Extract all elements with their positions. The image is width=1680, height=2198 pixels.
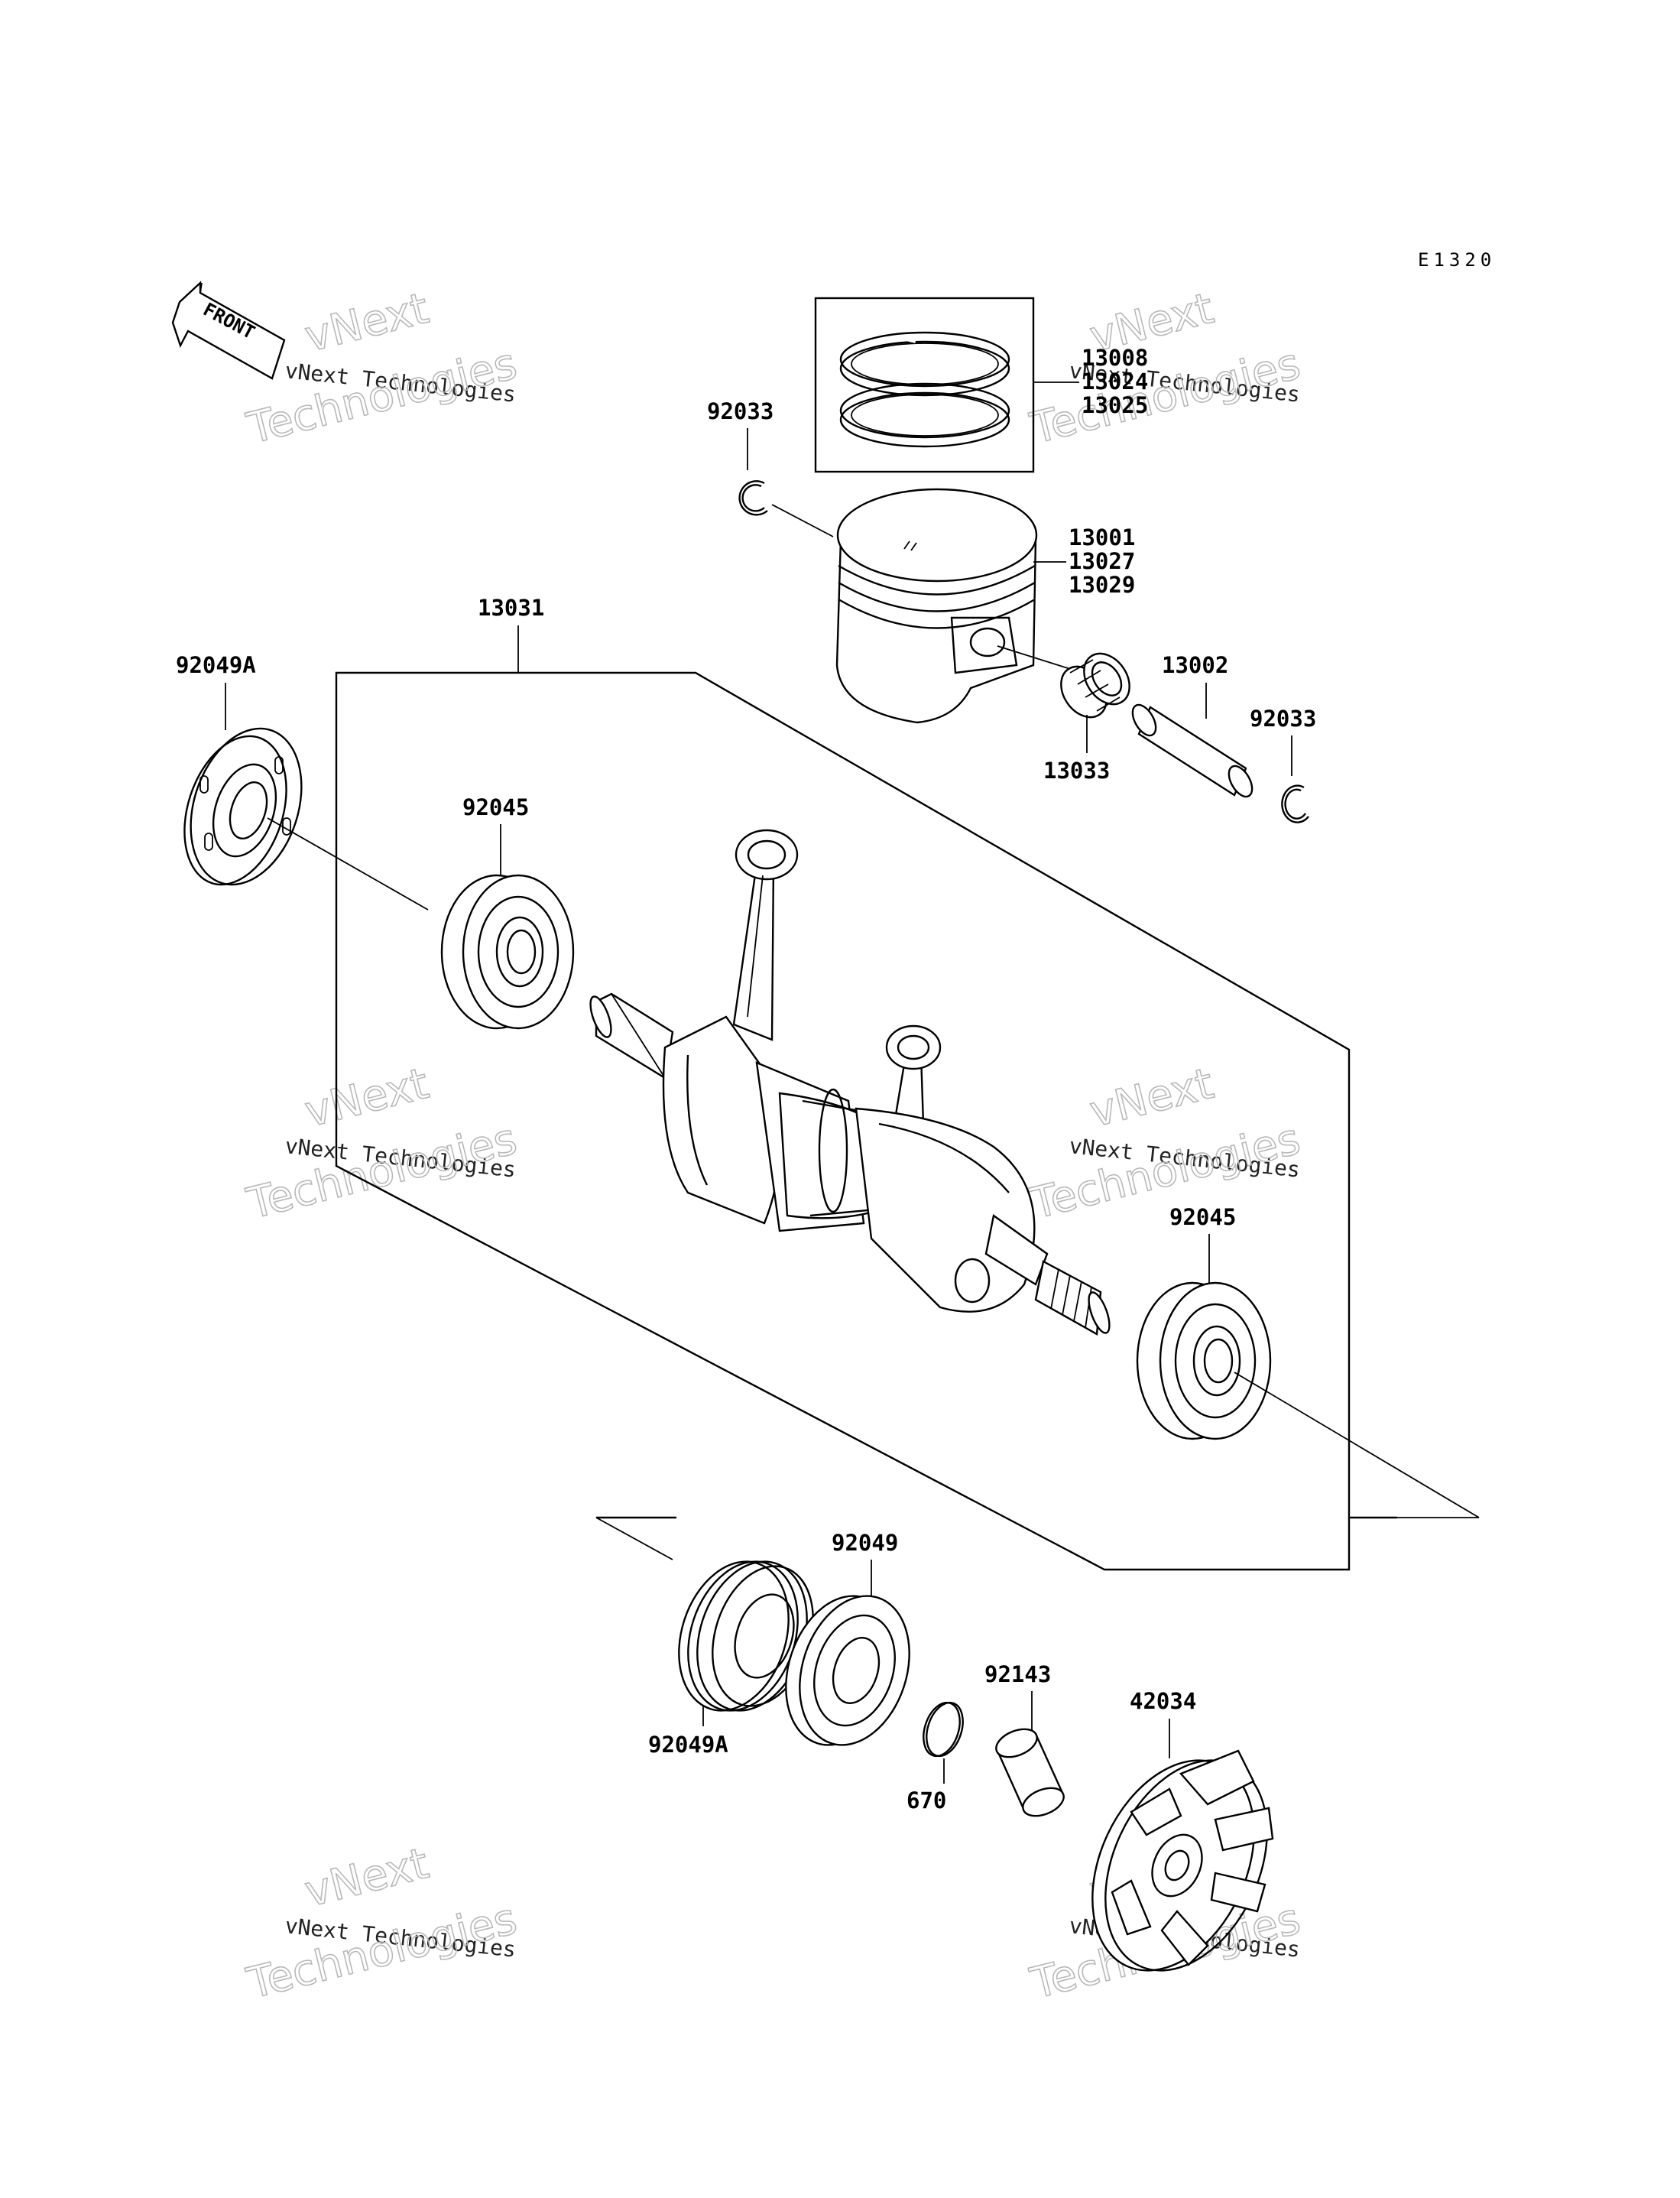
- svg-text:Technologies: Technologies: [242, 1114, 522, 1229]
- pin-bearing: 13033: [997, 645, 1130, 784]
- collar: 92143: [984, 1661, 1065, 1817]
- oil-seal-left-icon: [183, 727, 303, 886]
- piston-ring-upper-icon: [839, 331, 1010, 397]
- oil-seal-left: 92049A: [176, 652, 429, 911]
- piston-ring-set: 13008 13024 13025: [814, 297, 1148, 473]
- pin-bearing-icon: [1060, 652, 1130, 719]
- part-number-impeller: 42034: [1130, 1688, 1196, 1714]
- part-number-ring-2: 13024: [1082, 368, 1148, 394]
- svg-text:vNext: vNext: [1085, 1059, 1218, 1138]
- piston: 13001 13027 13029: [835, 488, 1135, 724]
- oil-seal-lower-icon: [678, 1560, 814, 1712]
- part-number-circlip-top: 92033: [707, 398, 774, 424]
- part-number-oil-seal-lower: 92049A: [648, 1732, 728, 1758]
- svg-text:Technologies: Technologies: [1026, 339, 1305, 453]
- bearing-left: 92045: [440, 794, 575, 1030]
- impeller: 42034: [1091, 1688, 1274, 1972]
- bearing-left-icon: [440, 874, 575, 1030]
- svg-text:vNext: vNext: [300, 284, 433, 362]
- svg-text:Technologies: Technologies: [242, 1894, 522, 2008]
- part-number-piston-pin: 13002: [1162, 652, 1228, 678]
- circlip-right-icon: [1281, 784, 1309, 823]
- part-number-collar: 92143: [984, 1661, 1051, 1687]
- part-number-bearing-left: 92045: [462, 794, 529, 820]
- impeller-icon: [1091, 1749, 1274, 1972]
- collar-icon: [995, 1728, 1065, 1817]
- part-number-piston-2: 13027: [1069, 548, 1135, 574]
- bearing-right-icon: [1136, 1281, 1272, 1440]
- piston-pin: 13002: [1131, 652, 1254, 798]
- part-number-bearing-right: 92045: [1169, 1204, 1236, 1230]
- part-number-piston-3: 13029: [1069, 572, 1135, 598]
- part-number-ring-1: 13008: [1082, 345, 1148, 371]
- diagram-ref-code: E1320: [1418, 249, 1496, 271]
- bearing-lower: 92049: [785, 1530, 910, 1746]
- circlip-top: 92033: [707, 398, 834, 537]
- svg-text:Technologies: Technologies: [242, 339, 522, 453]
- svg-text:vNext: vNext: [300, 1839, 433, 1917]
- bearing-lower-icon: [785, 1595, 910, 1746]
- o-ring-icon: [923, 1701, 964, 1758]
- crankshaft-icon: [589, 829, 1111, 1336]
- svg-text:Technologies: Technologies: [1026, 1114, 1305, 1229]
- part-number-piston-1: 13001: [1069, 524, 1135, 550]
- part-number-bearing-lower: 92049: [832, 1530, 898, 1556]
- front-direction-arrow-icon: FRONT: [171, 281, 286, 380]
- bearing-right: 92045: [1136, 1204, 1480, 1518]
- piston-icon: [835, 488, 1038, 724]
- piston-ring-lower-icon: [839, 382, 1010, 448]
- piston-pin-icon: [1131, 703, 1254, 798]
- circlip-top-icon: [738, 480, 768, 516]
- circlip-right: 92033: [1250, 706, 1316, 823]
- oil-seal-lower: 92049A: [648, 1560, 814, 1758]
- part-number-circlip-right: 92033: [1250, 706, 1316, 732]
- part-number-crankshaft-assy: 13031: [478, 595, 544, 621]
- crankshaft-assy-bracket: 13031: [335, 595, 1479, 1571]
- part-number-o-ring: 670: [906, 1787, 946, 1813]
- part-number-pin-bearing: 13033: [1043, 758, 1110, 784]
- svg-text:vNext: vNext: [300, 1059, 433, 1138]
- o-ring: 670: [906, 1701, 964, 1813]
- part-number-ring-3: 13025: [1082, 392, 1148, 418]
- part-number-oil-seal-left: 92049A: [176, 652, 256, 678]
